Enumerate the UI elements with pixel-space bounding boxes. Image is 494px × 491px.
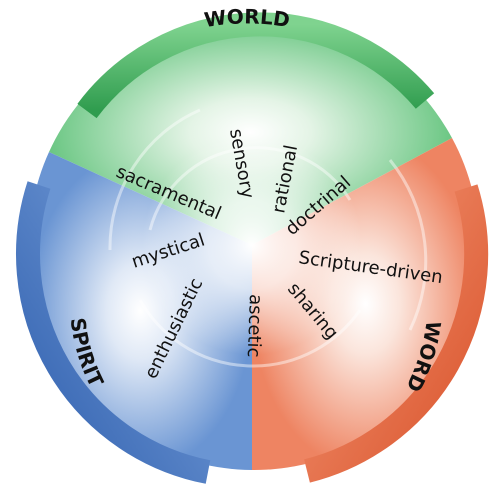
world-arc <box>77 12 435 119</box>
svg-text:WORLD: WORLD <box>203 4 292 32</box>
center-glow <box>142 135 362 355</box>
world-label: WORLD <box>203 4 292 32</box>
world-sector <box>49 19 452 245</box>
spirit-arc <box>16 181 211 484</box>
word-arc <box>304 184 489 483</box>
spoke-ascetic: ascetic <box>243 294 266 358</box>
